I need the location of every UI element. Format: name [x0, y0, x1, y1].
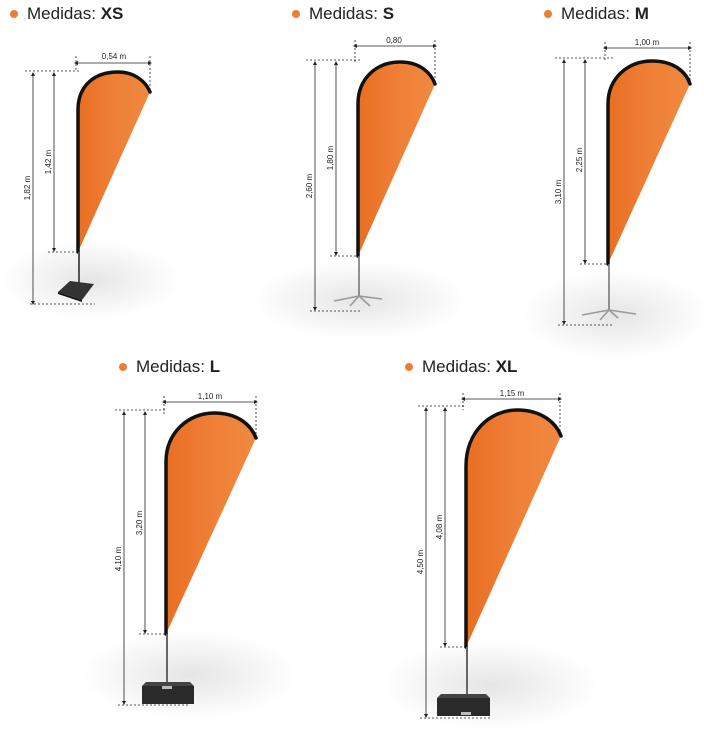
title-label: Medidas: [561, 4, 630, 23]
bullet-dot-icon [405, 363, 413, 371]
floor-shadow [250, 260, 470, 340]
title-s: Medidas: S [292, 4, 394, 24]
width-label-l: 1,10 m [198, 392, 223, 401]
flag-xs [25, 56, 152, 305]
flag-height-label-xs: 1,42 m [44, 149, 53, 174]
flag-height-label-s: 1,80 m [326, 145, 335, 170]
flag-xl [418, 393, 563, 719]
total-height-label-xs: 1,82 m [23, 175, 32, 200]
flag-m [555, 42, 692, 326]
width-label-xs: 0,54 m [102, 52, 127, 61]
size-name: M [634, 4, 649, 23]
size-name: L [209, 357, 221, 376]
title-label: Medidas: [136, 357, 205, 376]
width-label-m: 1,00 m [635, 38, 660, 47]
flag-height-label-xl: 4,08 m [435, 514, 444, 539]
width-label-xl: 1,15 m [500, 389, 525, 398]
size-name: S [382, 4, 395, 23]
floor-shadow [0, 240, 180, 320]
size-name: XS [100, 4, 124, 23]
flag-height-label-l: 3,20 m [135, 510, 144, 535]
bullet-dot-icon [10, 10, 18, 18]
size-name: XL [495, 357, 518, 376]
title-xs: Medidas: XS [10, 4, 123, 24]
flag-s [306, 40, 437, 312]
title-label: Medidas: [309, 4, 378, 23]
floor-shadow [80, 630, 300, 720]
width-label-s: 0,80 [386, 36, 402, 45]
flag-l [115, 396, 258, 706]
total-height-label-xl: 4,50 m [416, 549, 425, 574]
bullet-dot-icon [292, 10, 300, 18]
title-label: Medidas: [422, 357, 491, 376]
title-l: Medidas: L [119, 357, 220, 377]
total-height-label-m: 3,10 m [554, 179, 563, 204]
total-height-label-l: 4,10 m [114, 546, 123, 571]
total-height-label-s: 2,60 m [305, 173, 314, 198]
floor-shadow [520, 270, 704, 360]
title-label: Medidas: [27, 4, 96, 23]
bullet-dot-icon [119, 363, 127, 371]
flag-height-label-m: 2,25 m [575, 147, 584, 172]
title-m: Medidas: M [544, 4, 649, 24]
title-xl: Medidas: XL [405, 357, 517, 377]
bullet-dot-icon [544, 10, 552, 18]
